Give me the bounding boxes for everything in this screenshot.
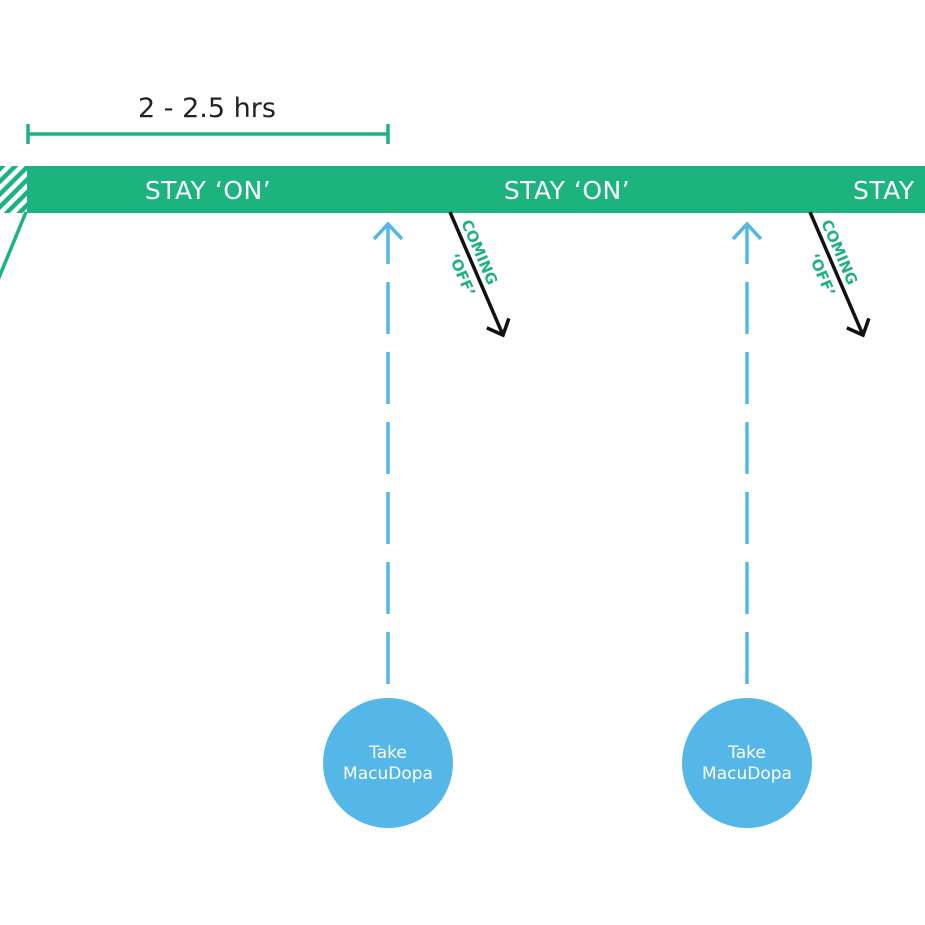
down-arrow-icon	[808, 211, 865, 335]
dose-label-line1: Take	[727, 743, 766, 763]
dose-marker-2: Take MacuDopa	[682, 221, 812, 828]
dose-label-line2: MacuDopa	[343, 764, 433, 784]
dose-circle	[323, 698, 453, 828]
up-arrow-icon	[731, 221, 763, 241]
dose-circle	[682, 698, 812, 828]
down-arrow-icon	[448, 211, 505, 335]
up-arrow-icon	[372, 221, 404, 241]
dose-label-line2: MacuDopa	[702, 764, 792, 784]
segment-label-3: STAY	[853, 176, 915, 205]
dose-marker-1: Take MacuDopa	[323, 221, 453, 828]
coming-off-indicator-1: COMING ‘OFF’	[445, 211, 511, 338]
segment-label-2: STAY ‘ON’	[504, 176, 630, 205]
segment-label-1: STAY ‘ON’	[145, 176, 271, 205]
on-period-bar	[27, 166, 925, 213]
timeline-bar: STAY ‘ON’ STAY ‘ON’ STAY	[0, 166, 925, 280]
arrowhead-icon	[486, 317, 511, 338]
duration-label: 2 - 2.5 hrs	[138, 93, 276, 124]
duration-ruler: 2 - 2.5 hrs	[26, 93, 390, 144]
onset-hatched-segment	[0, 166, 27, 213]
arrowhead-icon	[846, 317, 871, 338]
dose-label-line1: Take	[368, 743, 407, 763]
onset-slope-line	[0, 211, 28, 280]
coming-off-indicator-2: COMING ‘OFF’	[805, 211, 871, 338]
